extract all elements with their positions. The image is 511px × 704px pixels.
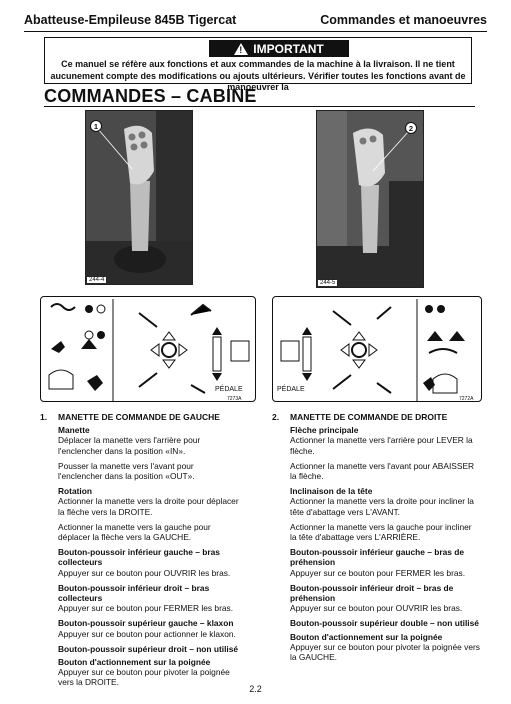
control-heading: Rotation [58, 486, 92, 497]
control-description: Actionner la manette vers l'avant pour A… [290, 460, 475, 482]
control-description: Appuyer sur ce bouton pour OUVRIR les br… [290, 603, 463, 614]
left-section-heading: MANETTE DE COMMANDE DE GAUCHE [58, 412, 220, 422]
callout-2: 2 [405, 122, 417, 134]
right-joystick-photo: 2 244-5 [316, 110, 424, 288]
left-controls-section: 1. MANETTE DE COMMANDE DE GAUCHE Manette… [40, 412, 240, 693]
photo-1-label: 244-4 [87, 277, 107, 283]
pedal-label-1: PÉDALE [215, 386, 243, 393]
right-section-number: 2. [272, 412, 280, 422]
important-notice: IMPORTANT Ce manuel se réfère aux foncti… [44, 37, 472, 92]
diagram-2-fig: 7272A [459, 396, 474, 402]
callout-1: 1 [90, 120, 102, 132]
control-item: Bouton-poussoir inférieur gauche – bras … [290, 547, 480, 578]
control-heading: Bouton-poussoir supérieur double – non u… [290, 618, 479, 629]
control-description: Actionner la manette vers l'arrière pour… [290, 435, 473, 456]
header-section: Commandes et manoeuvres [320, 13, 487, 27]
right-controls-section: 2. MANETTE DE COMMANDE DE DROITE Flèche … [272, 412, 480, 667]
page-title: COMMANDES – CABINE [44, 86, 257, 106]
control-description: Déplacer la manette vers l'arrière pour … [58, 435, 201, 456]
photo-2-label: 244-5 [318, 280, 338, 286]
left-section-title: 1. MANETTE DE COMMANDE DE GAUCHE [40, 412, 240, 422]
control-heading: Bouton d'actionnement sur la poignée [58, 657, 211, 668]
control-item: Bouton-poussoir supérieur gauche – klaxo… [58, 618, 240, 638]
control-description: Actionner la manette vers la droite pour… [290, 496, 474, 517]
control-description: Appuyer sur ce bouton pour pivoter la po… [290, 641, 480, 663]
control-description: Pousser la manette vers l'avant pour l'e… [58, 460, 195, 482]
warning-icon [234, 42, 249, 55]
important-label: IMPORTANT [253, 41, 324, 56]
right-joystick-image [317, 111, 423, 287]
important-text: Ce manuel se réfère aux fonctions et aux… [50, 59, 466, 92]
left-diagram-graphic [48, 299, 250, 401]
control-heading: Bouton-poussoir inférieur gauche – bras … [58, 547, 220, 568]
left-joystick-image [86, 111, 192, 284]
control-item: Bouton-poussoir inférieur droit – bras c… [58, 583, 240, 614]
control-description: Appuyer sur ce bouton pour FERMER les br… [290, 567, 466, 578]
right-section-heading: MANETTE DE COMMANDE DE DROITE [290, 412, 448, 422]
control-description: Actionner la manette vers la gauche pour… [290, 521, 472, 543]
control-description: Appuyer sur ce bouton pour OUVRIR les br… [58, 567, 231, 578]
pedal-label-2: PÉDALE [277, 386, 305, 393]
right-joystick-diagram: PÉDALE 7272A [272, 296, 482, 402]
important-badge: IMPORTANT [209, 40, 349, 57]
control-item: Bouton-poussoir inférieur droit – bras d… [290, 583, 480, 614]
left-section-number: 1. [40, 412, 48, 422]
control-description: Actionner la manette vers la droite pour… [58, 496, 239, 517]
control-heading: Bouton-poussoir inférieur gauche – bras … [290, 547, 465, 568]
control-heading: Bouton-poussoir inférieur droit – bras d… [290, 582, 454, 604]
control-heading: Manette [58, 425, 90, 436]
diagram-1-fig: 7273A [227, 396, 242, 402]
control-item: Bouton-poussoir supérieur droit – non ut… [58, 644, 240, 654]
control-description: Actionner la manette vers la gauche pour… [58, 521, 211, 543]
right-diagram-graphic [280, 299, 465, 401]
header-title: Abatteuse-Empileuse 845B Tigercat [24, 13, 237, 27]
control-description: Appuyer sur ce bouton pour FERMER les br… [58, 603, 234, 614]
control-item: Bouton-poussoir inférieur gauche – bras … [58, 547, 240, 578]
control-description: Appuyer sur ce bouton pour pivoter la po… [58, 667, 230, 688]
control-heading: Flèche principale [290, 425, 359, 436]
header-rule [24, 31, 487, 32]
title-rule [44, 106, 475, 107]
control-heading: Bouton-poussoir supérieur droit – non ut… [58, 643, 239, 654]
control-heading: Bouton-poussoir inférieur droit – bras c… [58, 582, 210, 604]
left-joystick-diagram: PÉDALE 7273A [40, 296, 256, 402]
left-joystick-photo: 1 244-4 [85, 110, 193, 285]
control-heading: Bouton d'actionnement sur la poignée [290, 631, 443, 642]
page-number: 2.2 [249, 684, 262, 694]
control-heading: Bouton-poussoir supérieur gauche – klaxo… [58, 618, 234, 629]
control-heading: Inclinaison de la tête [290, 486, 373, 497]
page-header: Abatteuse-Empileuse 845B Tigercat Comman… [24, 13, 487, 31]
right-section-title: 2. MANETTE DE COMMANDE DE DROITE [272, 412, 480, 422]
control-description: Appuyer sur ce bouton pour actionner le … [58, 628, 236, 639]
control-item: Bouton-poussoir supérieur double – non u… [290, 618, 480, 628]
